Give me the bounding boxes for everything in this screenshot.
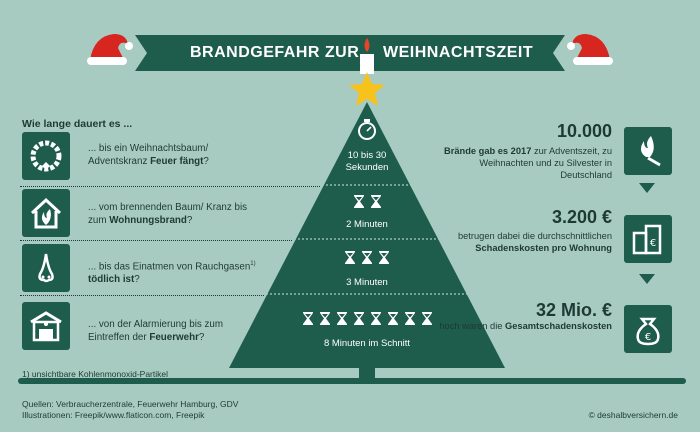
match-fire-icon <box>624 127 672 175</box>
stat-3-pre: hoch waren die <box>439 321 506 331</box>
hourglass-icon <box>353 312 364 325</box>
hourglass-icon <box>404 312 415 325</box>
title-part2: WEIHNACHTSZEIT <box>383 44 534 61</box>
question-3: ... bis das Einatmen von Rauchgasen1) tö… <box>88 258 258 286</box>
stat-1-number: 10.000 <box>556 121 612 141</box>
stat-2-text: betrugen dabei die durchschnittlichen Sc… <box>432 230 612 254</box>
footnote: 1) unsichtbare Kohlenmonoxid-Partikel <box>22 369 168 379</box>
question-1-text: ... bis ein Weihnachtsbaum/ Adventskranz <box>88 143 209 167</box>
svg-text:€: € <box>645 332 651 343</box>
illustrations: Illustrationen: Freepik/www.flaticon.com… <box>22 410 205 420</box>
hourglass-icon <box>370 195 381 208</box>
stat-2-pre: betrugen dabei die durchschnittlichen <box>457 231 612 241</box>
santa-hat-icon <box>567 34 613 65</box>
sources: Quellen: Verbraucherzentrale, Feuerwehr … <box>22 399 239 409</box>
nose-icon <box>22 244 70 292</box>
question-1: ... bis ein Weihnachtsbaum/ Adventskranz… <box>88 142 258 168</box>
building-euro-icon: € <box>624 215 672 263</box>
tree-level-3: 3 Minuten <box>346 277 388 288</box>
question-3-footnote-ref: 1) <box>250 261 256 267</box>
stat-1-bold: Brände gab es 2017 <box>444 146 532 156</box>
page-title: BRANDGEFAHR ZUR WEIHNACHTSZEIT <box>135 35 565 71</box>
stat-1-text: Brände gab es 2017 zur Adventszeit, zu W… <box>432 145 612 181</box>
divider <box>20 240 292 241</box>
stopwatch-icon <box>358 119 376 140</box>
question-4-bold: Feuerwehr <box>149 332 199 343</box>
divider <box>20 186 320 187</box>
hourglass-icon <box>370 312 381 325</box>
house-fire-icon <box>22 189 70 237</box>
question-4: ... von der Alarmierung bis zum Eintreff… <box>88 318 258 344</box>
hourglass-icon <box>302 312 313 325</box>
money-bag-icon: € <box>624 305 672 353</box>
hourglass-icon <box>379 251 389 264</box>
brand-credit: © deshalbversichern.de <box>588 410 678 420</box>
stat-3-text: hoch waren die Gesamtschadenskosten <box>432 320 612 332</box>
question-3-bold: tödlich ist <box>88 274 135 286</box>
hourglass-icon <box>345 251 355 264</box>
hourglass-row-3 <box>293 311 441 327</box>
stat-2-bold: Schadenskosten pro Wohnung <box>475 243 612 253</box>
question-2-post: ? <box>186 215 193 226</box>
title-banner: BRANDGEFAHR ZUR WEIHNACHTSZEIT <box>135 35 565 71</box>
stat-3-bold: Gesamtschadenskosten <box>505 321 612 331</box>
tree-level-1-line2: Sekunden <box>345 162 389 173</box>
star-icon <box>349 72 385 106</box>
hourglass-row-1 <box>347 194 387 210</box>
question-3-post: ? <box>134 274 140 286</box>
question-2-bold: Wohnungsbrand <box>109 215 187 226</box>
question-2-text: ... vom brennenden Baum/ Kranz bis zum <box>88 202 248 226</box>
hourglass-icon <box>421 312 432 325</box>
fire-station-icon <box>22 302 70 350</box>
stat-3-number: 32 Mio. € <box>535 300 612 320</box>
hourglass-icon <box>387 312 398 325</box>
tree-level-1-line1: 10 bis 30 <box>347 150 387 161</box>
hourglass-icon <box>362 251 372 264</box>
question-4-post: ? <box>198 332 205 343</box>
stat-1-post: zur Adventszeit, zu Weihnachten und zu S… <box>479 146 612 180</box>
tree-level-2: 2 Minuten <box>346 219 388 230</box>
hourglass-icon <box>353 195 364 208</box>
ground-line <box>18 378 686 384</box>
question-1-bold: Feuer fängt <box>150 156 204 167</box>
santa-hat-icon <box>87 34 133 65</box>
question-4-text: ... von der Alarmierung bis zum Eintreff… <box>88 319 224 343</box>
divider <box>20 295 264 296</box>
banner-ribbon <box>135 35 565 71</box>
candle-icon <box>360 54 374 74</box>
arrow-down-icon <box>639 183 655 193</box>
hourglass-icon <box>336 312 347 325</box>
tree-level-4: 8 Minuten im Schnitt <box>323 338 411 349</box>
arrow-down-icon <box>639 274 655 284</box>
stat-2-number: 3.200 € <box>551 207 612 227</box>
svg-text:€: € <box>650 238 656 249</box>
title-part1: BRANDGEFAHR ZUR <box>190 44 360 61</box>
hourglass-row-2 <box>337 250 397 266</box>
question-heading: Wie lange dauert es ... <box>22 118 133 130</box>
wreath-icon <box>22 132 70 180</box>
question-1-post: ? <box>203 156 209 167</box>
hourglass-icon <box>319 312 330 325</box>
question-3-text: ... bis das Einatmen von Rauchgasen <box>88 261 251 273</box>
tree-level-1: 10 bis 30 Sekunden <box>317 150 417 174</box>
question-2: ... vom brennenden Baum/ Kranz bis zum W… <box>88 201 258 227</box>
